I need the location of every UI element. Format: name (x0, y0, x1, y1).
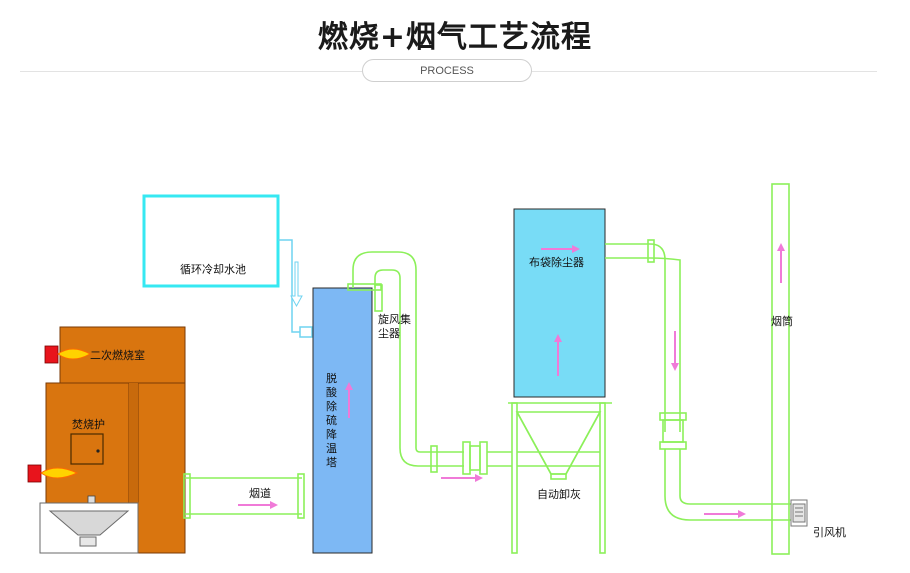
cooling-flow-arrow-icon (290, 261, 303, 308)
bag-filter-label: 布袋除尘器 (529, 255, 584, 269)
lower-burner (27, 464, 79, 483)
burner-icon (44, 345, 59, 364)
flue-duct (183, 473, 305, 519)
svg-text:降: 降 (326, 427, 337, 441)
cyclone-collector (347, 251, 512, 475)
cooling-pool-label: 循环冷却水池 (180, 263, 246, 276)
secondary-chamber-label: 二次燃烧室 (90, 348, 145, 362)
bag-filter (513, 208, 606, 398)
fan-label: 引风机 (813, 525, 846, 539)
svg-text:脱: 脱 (326, 371, 337, 385)
page-title: 燃烧+烟气工艺流程 (317, 20, 593, 55)
cyclone-label-line2: 尘器 (378, 327, 400, 340)
flame-icon (57, 348, 92, 360)
chimney-label: 烟筒 (771, 314, 793, 328)
burner-icon (27, 464, 42, 483)
svg-text:除: 除 (326, 399, 337, 413)
incinerator-label: 焚烧护 (72, 417, 105, 431)
furnace-door (70, 433, 104, 465)
incinerator-body (45, 382, 130, 504)
process-badge: PROCESS (362, 59, 532, 82)
upper-burner (44, 345, 92, 364)
ash-hopper (39, 502, 139, 554)
cooling-water-pool: 循环冷却水池 (142, 194, 280, 288)
riser-duct (137, 382, 186, 554)
induced-draft-fan (790, 499, 808, 527)
svg-text:硫: 硫 (326, 413, 337, 427)
chimney (771, 183, 790, 555)
ash-unload-label: 自动卸灰 (537, 487, 581, 501)
svg-text:酸: 酸 (326, 385, 337, 399)
cooling-water-line (278, 239, 313, 338)
svg-text:温: 温 (326, 442, 337, 455)
incinerator-unit: 二次燃烧室 焚烧护 (39, 326, 186, 554)
ash-discharge-hopper (508, 402, 612, 554)
outlet-pipe (605, 239, 792, 521)
svg-text:塔: 塔 (326, 456, 337, 469)
flue-label: 烟道 (249, 486, 271, 500)
desulfurization-tower (312, 287, 373, 554)
tower-label: 脱 酸 除 硫 降 温 塔 (326, 371, 337, 469)
flame-icon (40, 467, 79, 479)
cyclone-label-line1: 旋风集 (378, 312, 411, 326)
